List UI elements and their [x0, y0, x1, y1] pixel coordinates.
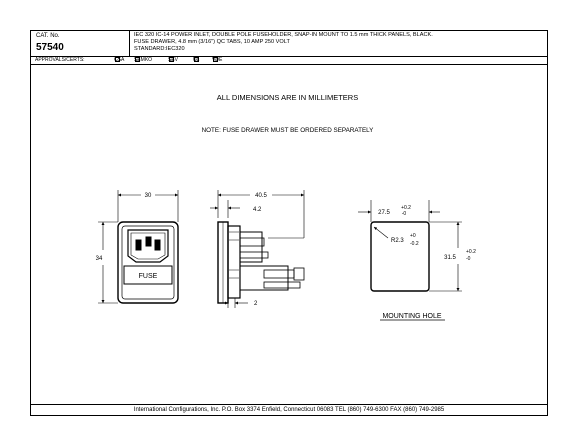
front-view [98, 190, 179, 304]
checkbox-icon: ✓ [213, 57, 218, 62]
side-depth-dim: 40.5 [255, 193, 267, 199]
fuse-drawer-note: NOTE: FUSE DRAWER MUST BE ORDERED SEPARA… [201, 127, 374, 134]
side-view [210, 190, 305, 308]
approvals-row: APPROVALS/CERTS: CSA✓ SEMKO✓ SEV✓ UL✓ VD… [30, 57, 548, 65]
approvals-label: APPROVALS/CERTS: [35, 57, 85, 63]
hole-height-tol-minus: -0 [466, 256, 471, 262]
hole-height-dim: 31.5 [444, 255, 456, 261]
description-line: FUSE DRAWER, 4.8 mm (3/16") QC TABS, 10 … [134, 39, 290, 45]
front-height-dim: 34 [96, 256, 103, 262]
hole-width-dim: 27.5 [378, 210, 390, 216]
product-description: IEC 320 IC-14 POWER INLET, DOUBLE POLE F… [130, 30, 548, 57]
hole-radius-tol-minus: -0.2 [410, 241, 419, 247]
side-flange-dim: 4.2 [253, 207, 262, 213]
hole-width-tol-plus: +0.2 [401, 205, 411, 211]
mounting-hole-title: MOUNTING HOLE [382, 313, 441, 320]
checkbox-icon: ✓ [135, 57, 140, 62]
mounting-hole-view [358, 200, 462, 321]
hole-width-tol-minus: -0 [402, 211, 407, 217]
checkbox-icon: ✓ [115, 57, 120, 62]
dimensions-note: ALL DIMENSIONS ARE IN MILLIMETERS [216, 93, 359, 102]
hole-height-tol-plus: +0.2 [466, 249, 476, 255]
hole-radius-dim: R2.3 [391, 238, 404, 244]
checkbox-icon: ✓ [169, 57, 174, 62]
description-line: IEC 320 IC-14 POWER INLET, DOUBLE POLE F… [134, 32, 433, 38]
drawing-frame [30, 30, 548, 416]
description-line: STANDARD:IEC320 [134, 46, 185, 52]
fuse-label: FUSE [139, 273, 158, 280]
front-width-dim: 30 [145, 193, 152, 199]
company-footer: International Configurations, Inc. P.O. … [30, 404, 548, 416]
catalog-number-label: CAT. No. [36, 33, 60, 39]
side-bottom-dim: 2 [254, 301, 258, 307]
catalog-number-cell: CAT. No. 57540 [30, 30, 130, 57]
catalog-number: 57540 [36, 42, 64, 53]
hole-radius-tol-plus: +0 [410, 233, 416, 239]
checkbox-icon: ✓ [194, 57, 199, 62]
